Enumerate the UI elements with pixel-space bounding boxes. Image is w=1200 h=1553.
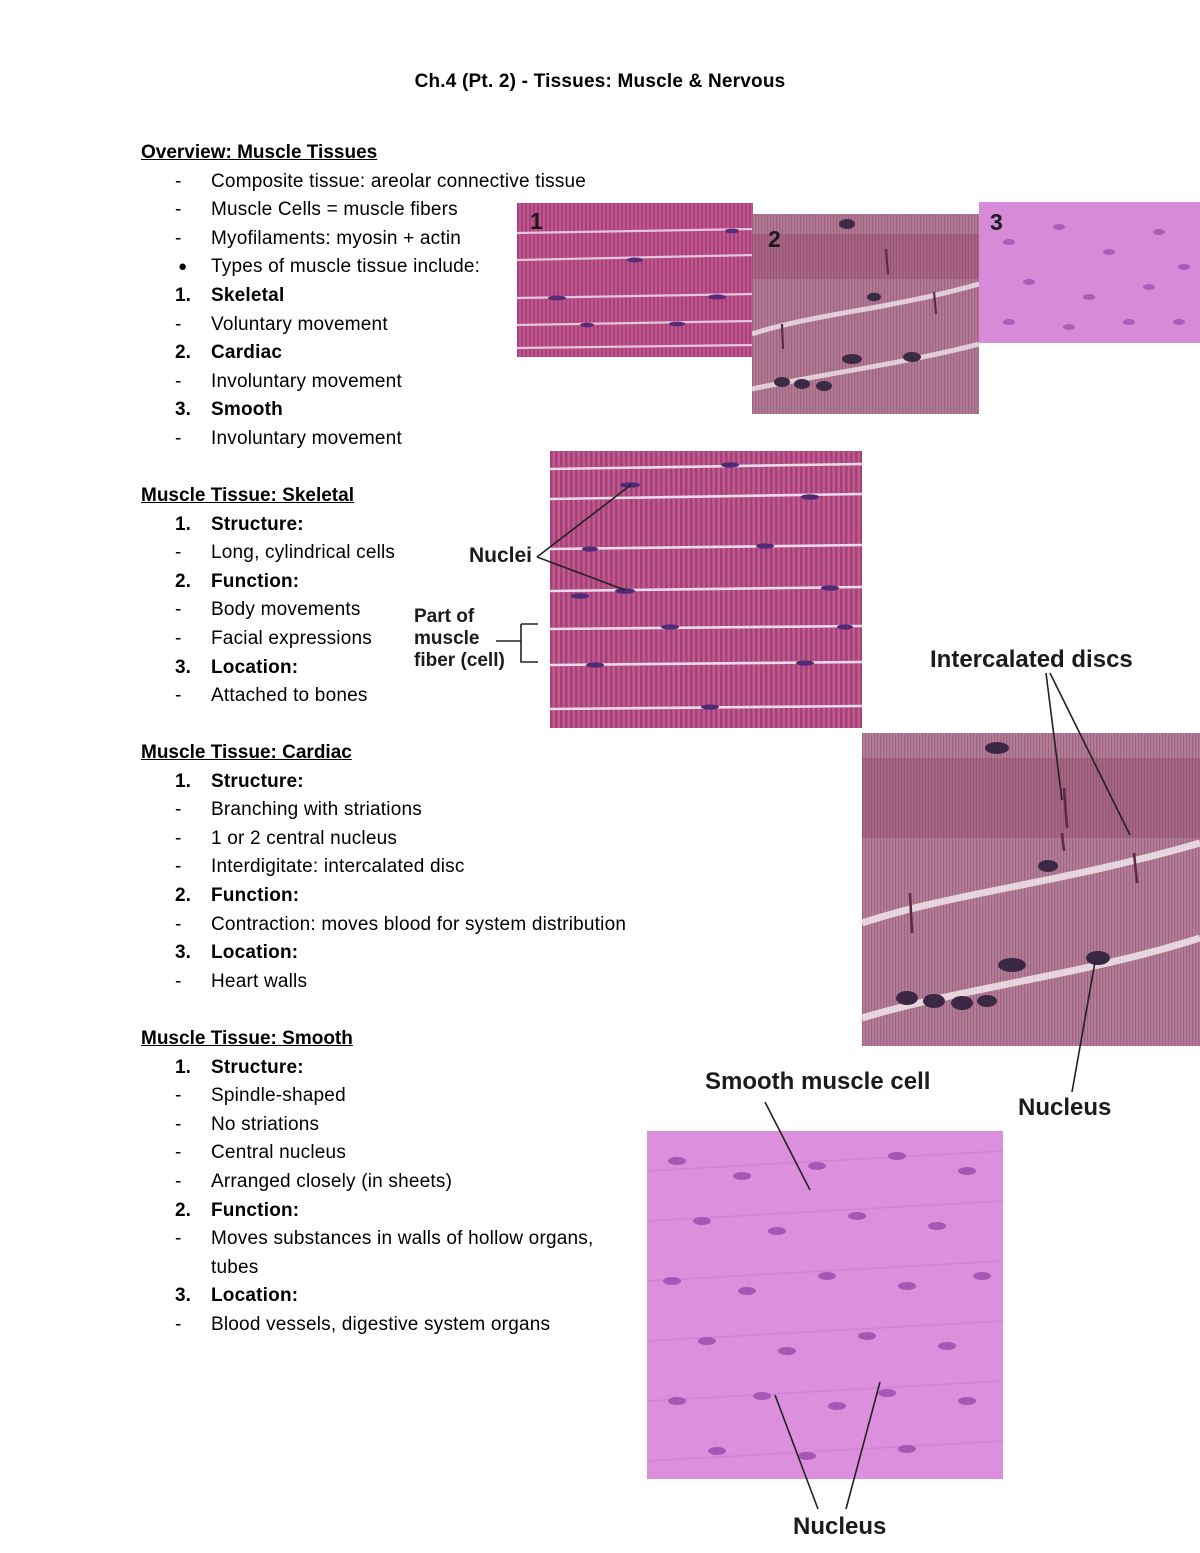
- list-item: -Moves substances in walls of hollow org…: [175, 1228, 594, 1278]
- list-item: -Involuntary movement: [175, 370, 402, 392]
- skeletal-micrograph-small: [517, 203, 753, 357]
- list-item: -Composite tissue: areolar connective ti…: [175, 170, 587, 192]
- list-item: -Muscle Cells = muscle fibers: [175, 199, 458, 221]
- cardiac-section: Muscle Tissue: Cardiac 1.Structure: -Bra…: [141, 739, 701, 996]
- list-item: 2.Function:: [175, 884, 300, 906]
- list-item: -Arranged closely (in sheets): [175, 1170, 453, 1192]
- nuclei-label: Nuclei: [469, 544, 533, 567]
- skeletal-micrograph-large: [550, 451, 862, 728]
- list-item: -Heart walls: [175, 970, 308, 992]
- cardiac-micrograph-small: [752, 214, 979, 414]
- list-item: 3.Location:: [175, 942, 299, 964]
- smooth-section: Muscle Tissue: Smooth 1.Structure: -Spin…: [141, 1025, 701, 1340]
- list-item: -1 or 2 central nucleus: [175, 827, 398, 849]
- list-item: -Interdigitate: intercalated disc: [175, 856, 465, 878]
- smooth-nucleus-label: Nucleus: [793, 1513, 887, 1540]
- list-item: 3.Smooth: [175, 399, 283, 421]
- list-item: 3.Location:: [175, 656, 299, 678]
- list-item: -Spindle-shaped: [175, 1085, 346, 1107]
- list-item: 1.Skeletal: [175, 284, 285, 306]
- page-title: Ch.4 (Pt. 2) - Tissues: Muscle & Nervous: [414, 71, 786, 92]
- smooth-micrograph-small: [979, 202, 1200, 343]
- list-item: -Involuntary movement: [175, 427, 402, 449]
- list-item: -Body movements: [175, 599, 361, 621]
- list-item: -Branching with striations: [175, 799, 422, 821]
- fiber-label-line3: fiber (cell): [414, 650, 505, 671]
- list-item: -Facial expressions: [175, 627, 372, 649]
- intercalated-discs-label: Intercalated discs: [930, 646, 1133, 673]
- smooth-muscle-cell-label: Smooth muscle cell: [705, 1068, 931, 1095]
- skeletal-heading: Muscle Tissue: Skeletal: [141, 485, 354, 506]
- list-item: -Long, cylindrical cells: [175, 542, 396, 564]
- fiber-label-line1: Part of: [414, 606, 475, 627]
- list-item: -Central nucleus: [175, 1142, 347, 1164]
- list-item: 3.Location:: [175, 1285, 299, 1307]
- panel-label-3: 3: [990, 209, 1003, 235]
- list-item: -Attached to bones: [175, 685, 368, 707]
- list-item: 1.Structure:: [175, 770, 304, 792]
- fiber-label-line2: muscle: [414, 628, 480, 649]
- list-item: 2.Function:: [175, 1199, 300, 1221]
- list-item: -Contraction: moves blood for system dis…: [175, 913, 627, 935]
- cardiac-nucleus-label: Nucleus: [1018, 1094, 1112, 1121]
- panel-label-2: 2: [768, 226, 781, 252]
- overview-heading: Overview: Muscle Tissues: [141, 142, 378, 163]
- list-item: -No striations: [175, 1113, 320, 1135]
- overview-section: Overview: Muscle Tissues -Composite tiss…: [141, 139, 701, 454]
- list-item: -Myofilaments: myosin + actin: [175, 227, 462, 249]
- list-item: 2.Function:: [175, 570, 300, 592]
- cardiac-micrograph-large: [862, 733, 1200, 1046]
- list-item: 1.Structure:: [175, 513, 304, 535]
- list-item: -Blood vessels, digestive system organs: [175, 1313, 551, 1335]
- smooth-micrograph-large: [647, 1131, 1003, 1479]
- list-item: -Voluntary movement: [175, 313, 388, 335]
- list-item: 2.Cardiac: [175, 342, 283, 364]
- panel-label-1: 1: [530, 208, 543, 234]
- list-item: 1.Structure:: [175, 1056, 304, 1078]
- smooth-heading: Muscle Tissue: Smooth: [141, 1028, 353, 1049]
- list-item: ●Types of muscle tissue include:: [178, 256, 481, 278]
- skeletal-section: Muscle Tissue: Skeletal 1.Structure: -Lo…: [141, 482, 701, 711]
- cardiac-heading: Muscle Tissue: Cardiac: [141, 742, 352, 763]
